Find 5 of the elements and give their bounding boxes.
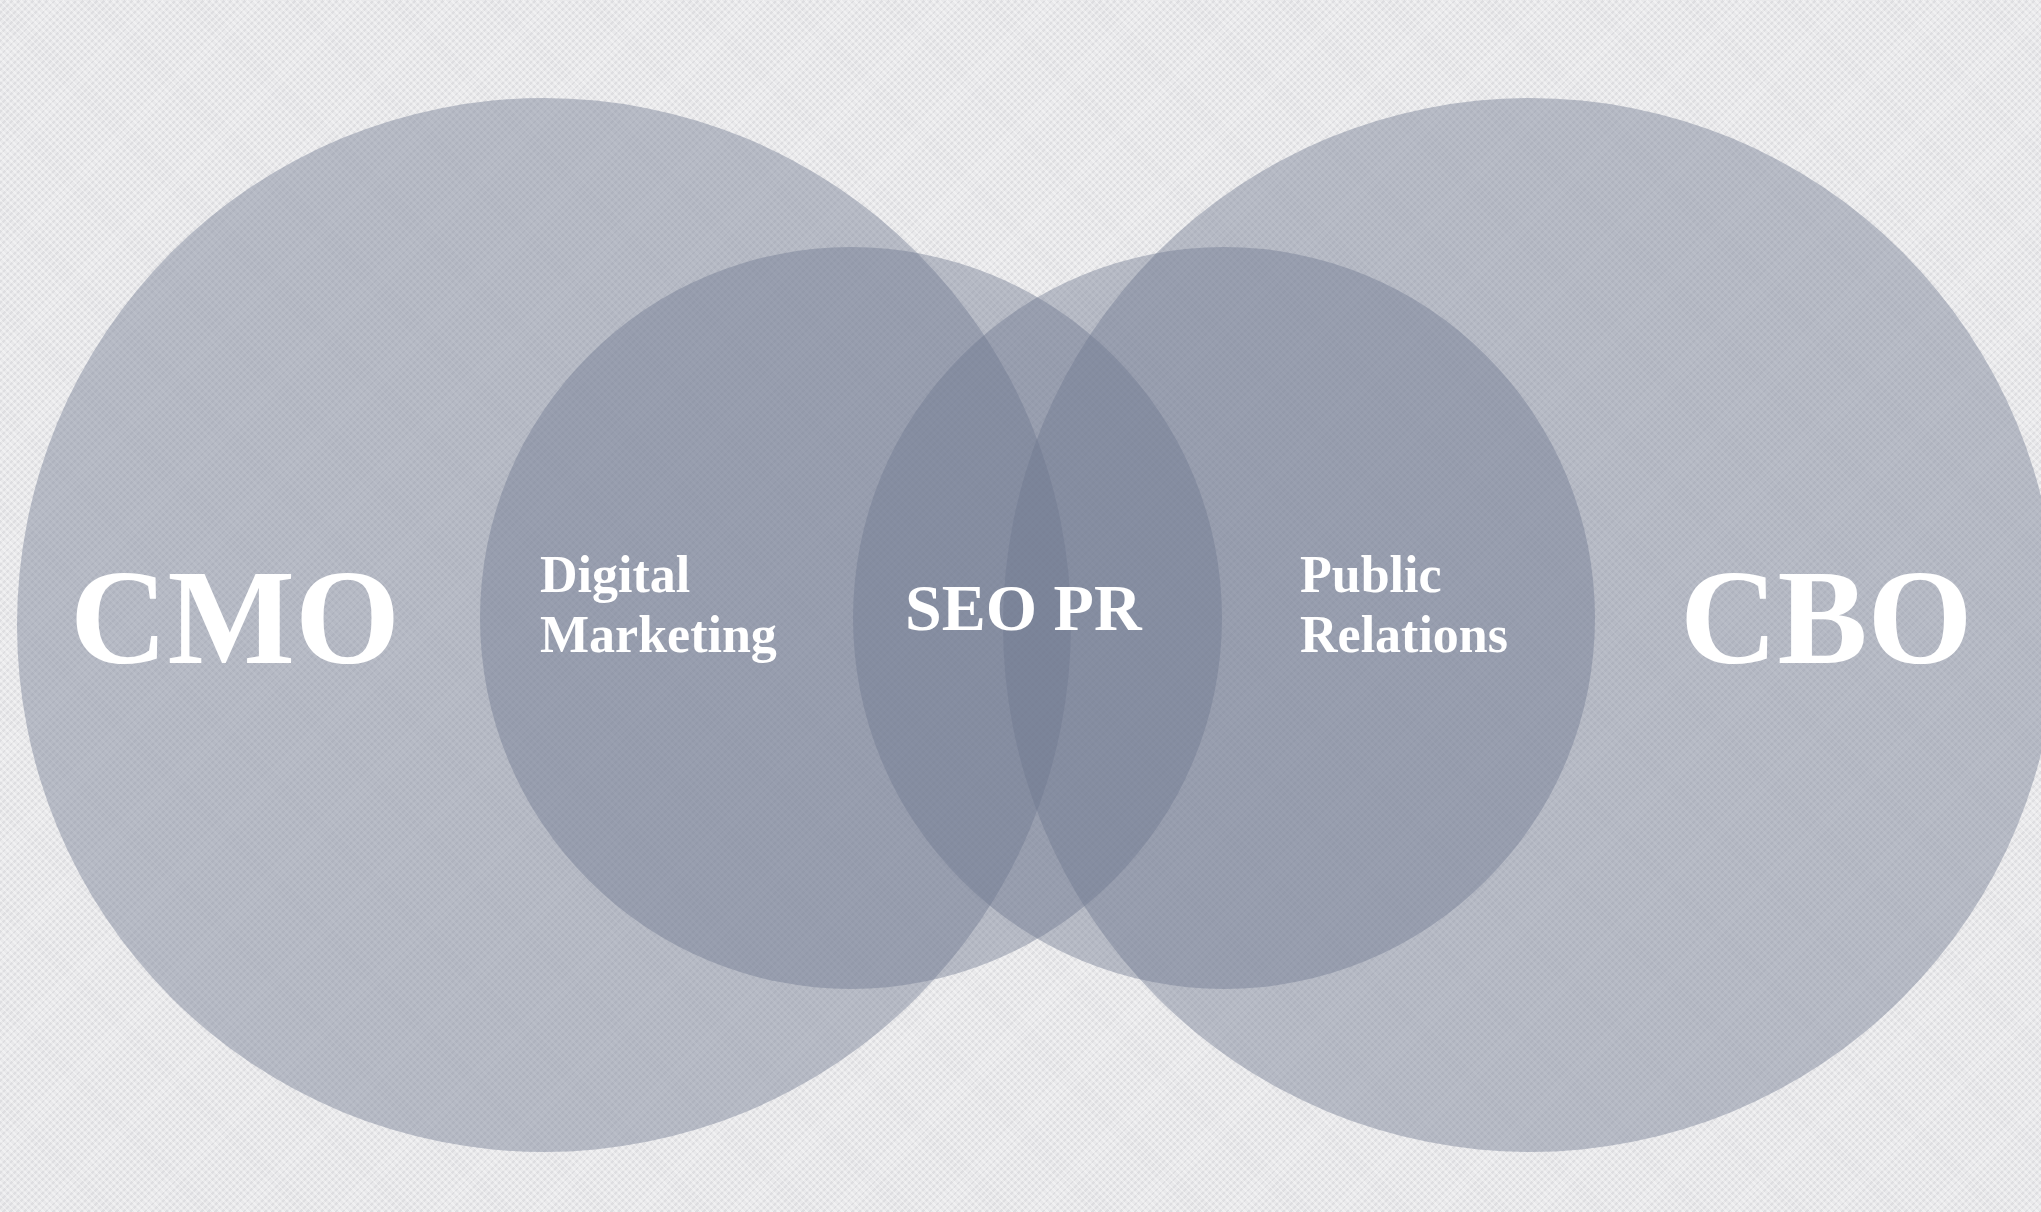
overlap-label: SEO PR (905, 570, 1142, 646)
circle-label: Digital Marketing (540, 545, 778, 665)
circle-label: CBO (1680, 542, 1974, 694)
circle-label: CMO (70, 542, 401, 694)
circle-label: Public Relations (1300, 545, 1509, 665)
